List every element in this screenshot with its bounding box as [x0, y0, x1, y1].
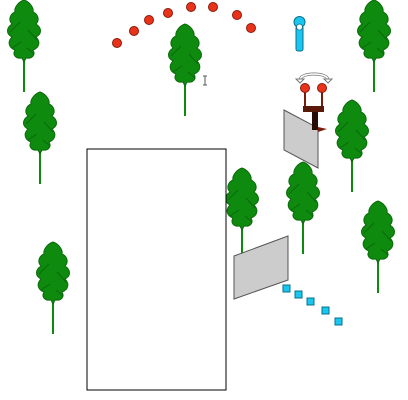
tree [167, 23, 203, 117]
building [86, 148, 227, 391]
red-marker [246, 23, 256, 33]
red-marker [232, 10, 242, 20]
blue-marker [306, 297, 315, 306]
red-marker-trail [112, 2, 256, 48]
red-marker [186, 2, 196, 12]
wall [283, 109, 319, 169]
tree [35, 241, 71, 335]
blue-marker [321, 306, 330, 315]
player-figure[interactable] [293, 16, 306, 52]
tree [356, 0, 392, 93]
tree [334, 99, 370, 193]
wall [233, 235, 289, 300]
red-marker [208, 2, 218, 12]
rotate-icon[interactable] [294, 72, 334, 84]
tree [360, 200, 396, 294]
turret-robot[interactable] [300, 83, 328, 133]
red-marker [163, 8, 173, 18]
blue-marker-trail [282, 284, 343, 326]
red-marker [129, 26, 139, 36]
blue-marker [334, 317, 343, 326]
red-marker [112, 38, 122, 48]
tree [285, 161, 321, 255]
red-marker [144, 15, 154, 25]
tree [6, 0, 42, 93]
blue-marker [294, 290, 303, 299]
text-cursor-icon [203, 75, 207, 86]
tree [224, 167, 260, 261]
blue-marker [282, 284, 291, 293]
tree [22, 91, 58, 185]
